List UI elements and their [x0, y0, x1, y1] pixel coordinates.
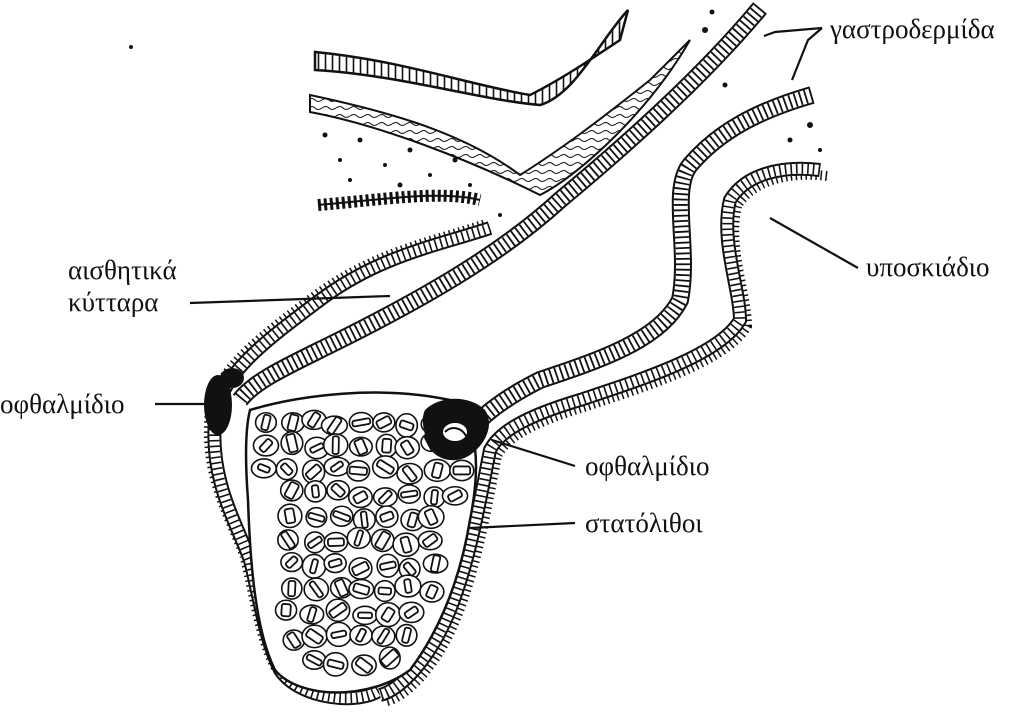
statolith-crystal	[377, 489, 393, 505]
statolith-crystal	[326, 416, 343, 435]
statolith-crystal	[400, 439, 415, 456]
statolith-crystal	[330, 482, 346, 498]
statolith-crystal	[359, 510, 369, 529]
statolith-crystal	[258, 438, 274, 453]
label-sensory-cells-line2: κύτταρα	[68, 287, 158, 317]
statolith-crystal	[357, 611, 373, 620]
statolith-crystal	[403, 578, 413, 594]
statolith-crystal	[307, 511, 326, 523]
statolith-crystal	[401, 465, 418, 483]
ocellus-left-mark	[204, 368, 244, 435]
statolith-crystal	[375, 459, 395, 475]
statolith-crystal	[256, 463, 271, 474]
upper-fold	[309, 9, 691, 211]
statolith-crystal	[326, 658, 345, 670]
statolith-crystal	[260, 413, 272, 432]
statolith-crystal	[287, 579, 297, 598]
statolith-crystal	[327, 537, 345, 547]
statolith-crystal	[328, 601, 348, 619]
label-statoliths: στατόλιθοι	[585, 508, 703, 538]
statolith-crystal	[333, 578, 349, 598]
statolith-crystal	[400, 489, 419, 499]
statolith-crystal	[398, 419, 415, 432]
statolith-crystal	[306, 606, 318, 623]
statolith-crystal	[351, 560, 370, 577]
label-subumbrella: υποσκιάδιο	[866, 252, 990, 282]
statolith-crystal	[280, 462, 294, 476]
statolith-crystal	[375, 415, 393, 430]
statolith-crystal	[447, 489, 463, 503]
statolith-crystal	[283, 481, 300, 500]
statolith-crystal	[348, 465, 368, 476]
statolith-crystal	[305, 463, 323, 481]
leader-lines	[155, 26, 859, 530]
statolith-crystal	[452, 465, 472, 476]
statolith-crystal	[310, 484, 320, 499]
statolith-crystal	[307, 535, 323, 549]
statolith-crystal	[332, 510, 352, 523]
statolith-crystal	[425, 584, 439, 600]
statolith-crystal	[286, 631, 302, 649]
statolith-crystal	[380, 606, 396, 623]
statolith-crystal	[305, 628, 324, 645]
statolith-crystal	[351, 417, 372, 428]
statolith-crystal	[429, 554, 442, 573]
speck	[129, 45, 133, 49]
statolith-crystal	[402, 561, 417, 577]
statolith-crystal	[305, 653, 323, 667]
statolith-crystal	[352, 490, 369, 505]
statolith-crystal	[331, 435, 340, 455]
statolith-crystal	[309, 558, 319, 575]
statolith-crystal	[379, 560, 397, 571]
statolith-crystal	[284, 555, 299, 569]
label-ocellus-right: οφθαλμίδιο	[585, 451, 709, 481]
statolith-crystal	[283, 507, 297, 525]
statolith-crystal	[381, 437, 393, 454]
statolith-crystal	[379, 510, 395, 523]
statolith-crystal	[308, 580, 324, 599]
statolith-crystal	[374, 530, 392, 551]
statolith-crystal	[355, 627, 367, 643]
statolith-crystal	[423, 508, 439, 526]
statolith-crystal	[403, 605, 419, 619]
label-gastrodermis: γαστροδερμίδα	[829, 14, 995, 44]
label-ocellus-left: οφθαλμίδιο	[0, 389, 124, 419]
statolith-crystal	[430, 489, 439, 506]
statolith-crystal	[354, 656, 374, 674]
statolith-crystal	[431, 461, 444, 479]
statolith-crystal	[286, 413, 300, 432]
gastrodermis-canal	[232, 2, 815, 427]
statolith-crystal	[399, 535, 413, 554]
outer-cilia-right	[385, 169, 828, 706]
statolith-crystal	[306, 411, 322, 429]
statolith-crystal	[377, 586, 393, 596]
statolith-crystal	[327, 557, 343, 569]
statolith-crystal	[422, 533, 439, 548]
statolith-crystal	[352, 582, 371, 596]
statolith-crystal	[329, 460, 344, 473]
label-sensory-cells-line1: αισθητικά	[68, 255, 177, 285]
statolith-crystal	[376, 627, 391, 645]
statolith-crystal	[330, 629, 348, 639]
ocellus-right-mark	[422, 398, 490, 461]
statolith-crystal	[406, 511, 419, 529]
statolith-crystal	[285, 432, 299, 454]
statolith-crystal	[280, 603, 292, 618]
statolith-crystal	[401, 626, 412, 644]
statolith-crystal	[280, 530, 296, 550]
statolith-crystal	[353, 529, 364, 547]
statolith-crystal	[353, 437, 369, 456]
statolith-crystal	[380, 648, 400, 668]
